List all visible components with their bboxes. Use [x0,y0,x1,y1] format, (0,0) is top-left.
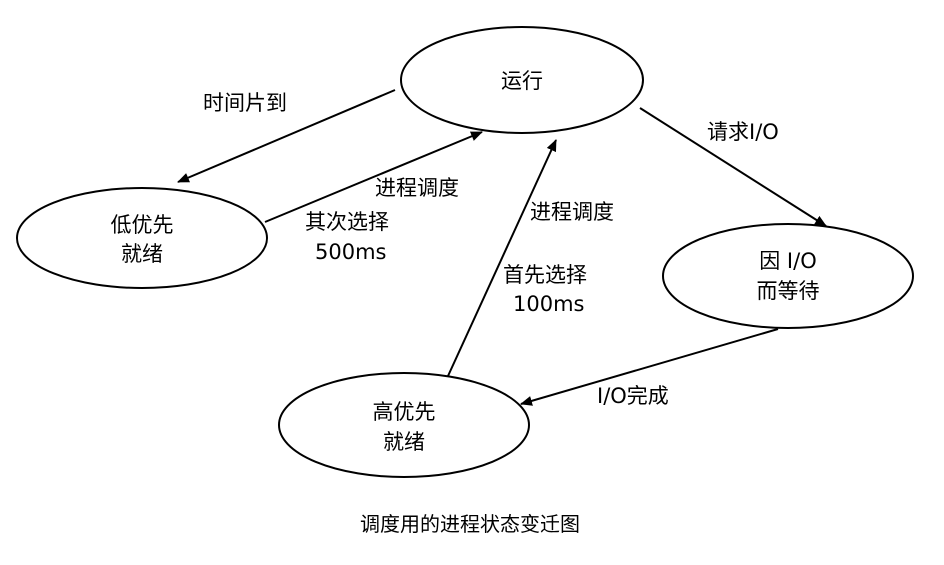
node-io-wait-line1: 因 I/O [759,249,816,273]
edge-low-to-running-label-schedule: 进程调度 [375,176,459,200]
edge-io-done-arrow [520,328,779,406]
node-low-priority-ready: 低优先 就绪 [16,187,268,289]
node-low-ready-line1: 低优先 [111,213,174,237]
node-high-priority-ready: 高优先 就绪 [278,372,530,478]
edge-high-to-running-label-choice: 首先选择 [503,263,587,287]
node-running-label: 运行 [501,69,543,93]
edge-timeslice-label: 时间片到 [203,91,287,115]
edge-high-to-running-label-schedule: 进程调度 [530,200,614,224]
node-high-ready-line2: 就绪 [383,430,425,454]
edge-timeslice-arrow [177,89,396,183]
edge-low-to-running-label-choice: 其次选择 [305,210,389,234]
diagram-caption: 调度用的进程状态变迁图 [360,512,580,536]
edge-high-to-running-arrow [447,139,557,377]
edge-low-to-running-arrow [264,131,483,223]
edge-high-to-running-label-time: 100ms [513,292,584,316]
edge-io-request-label: 请求I/O [707,120,779,144]
edge-io-done-label: I/O完成 [597,384,669,408]
node-io-waiting: 因 I/O 而等待 [662,223,914,329]
node-high-ready-line1: 高优先 [373,400,436,424]
node-io-wait-line2: 而等待 [757,279,820,303]
node-low-ready-line2: 就绪 [121,242,163,266]
edge-io-request-arrow [639,107,827,227]
edge-low-to-running-label-time: 500ms [315,240,386,264]
node-running: 运行 [400,26,644,134]
